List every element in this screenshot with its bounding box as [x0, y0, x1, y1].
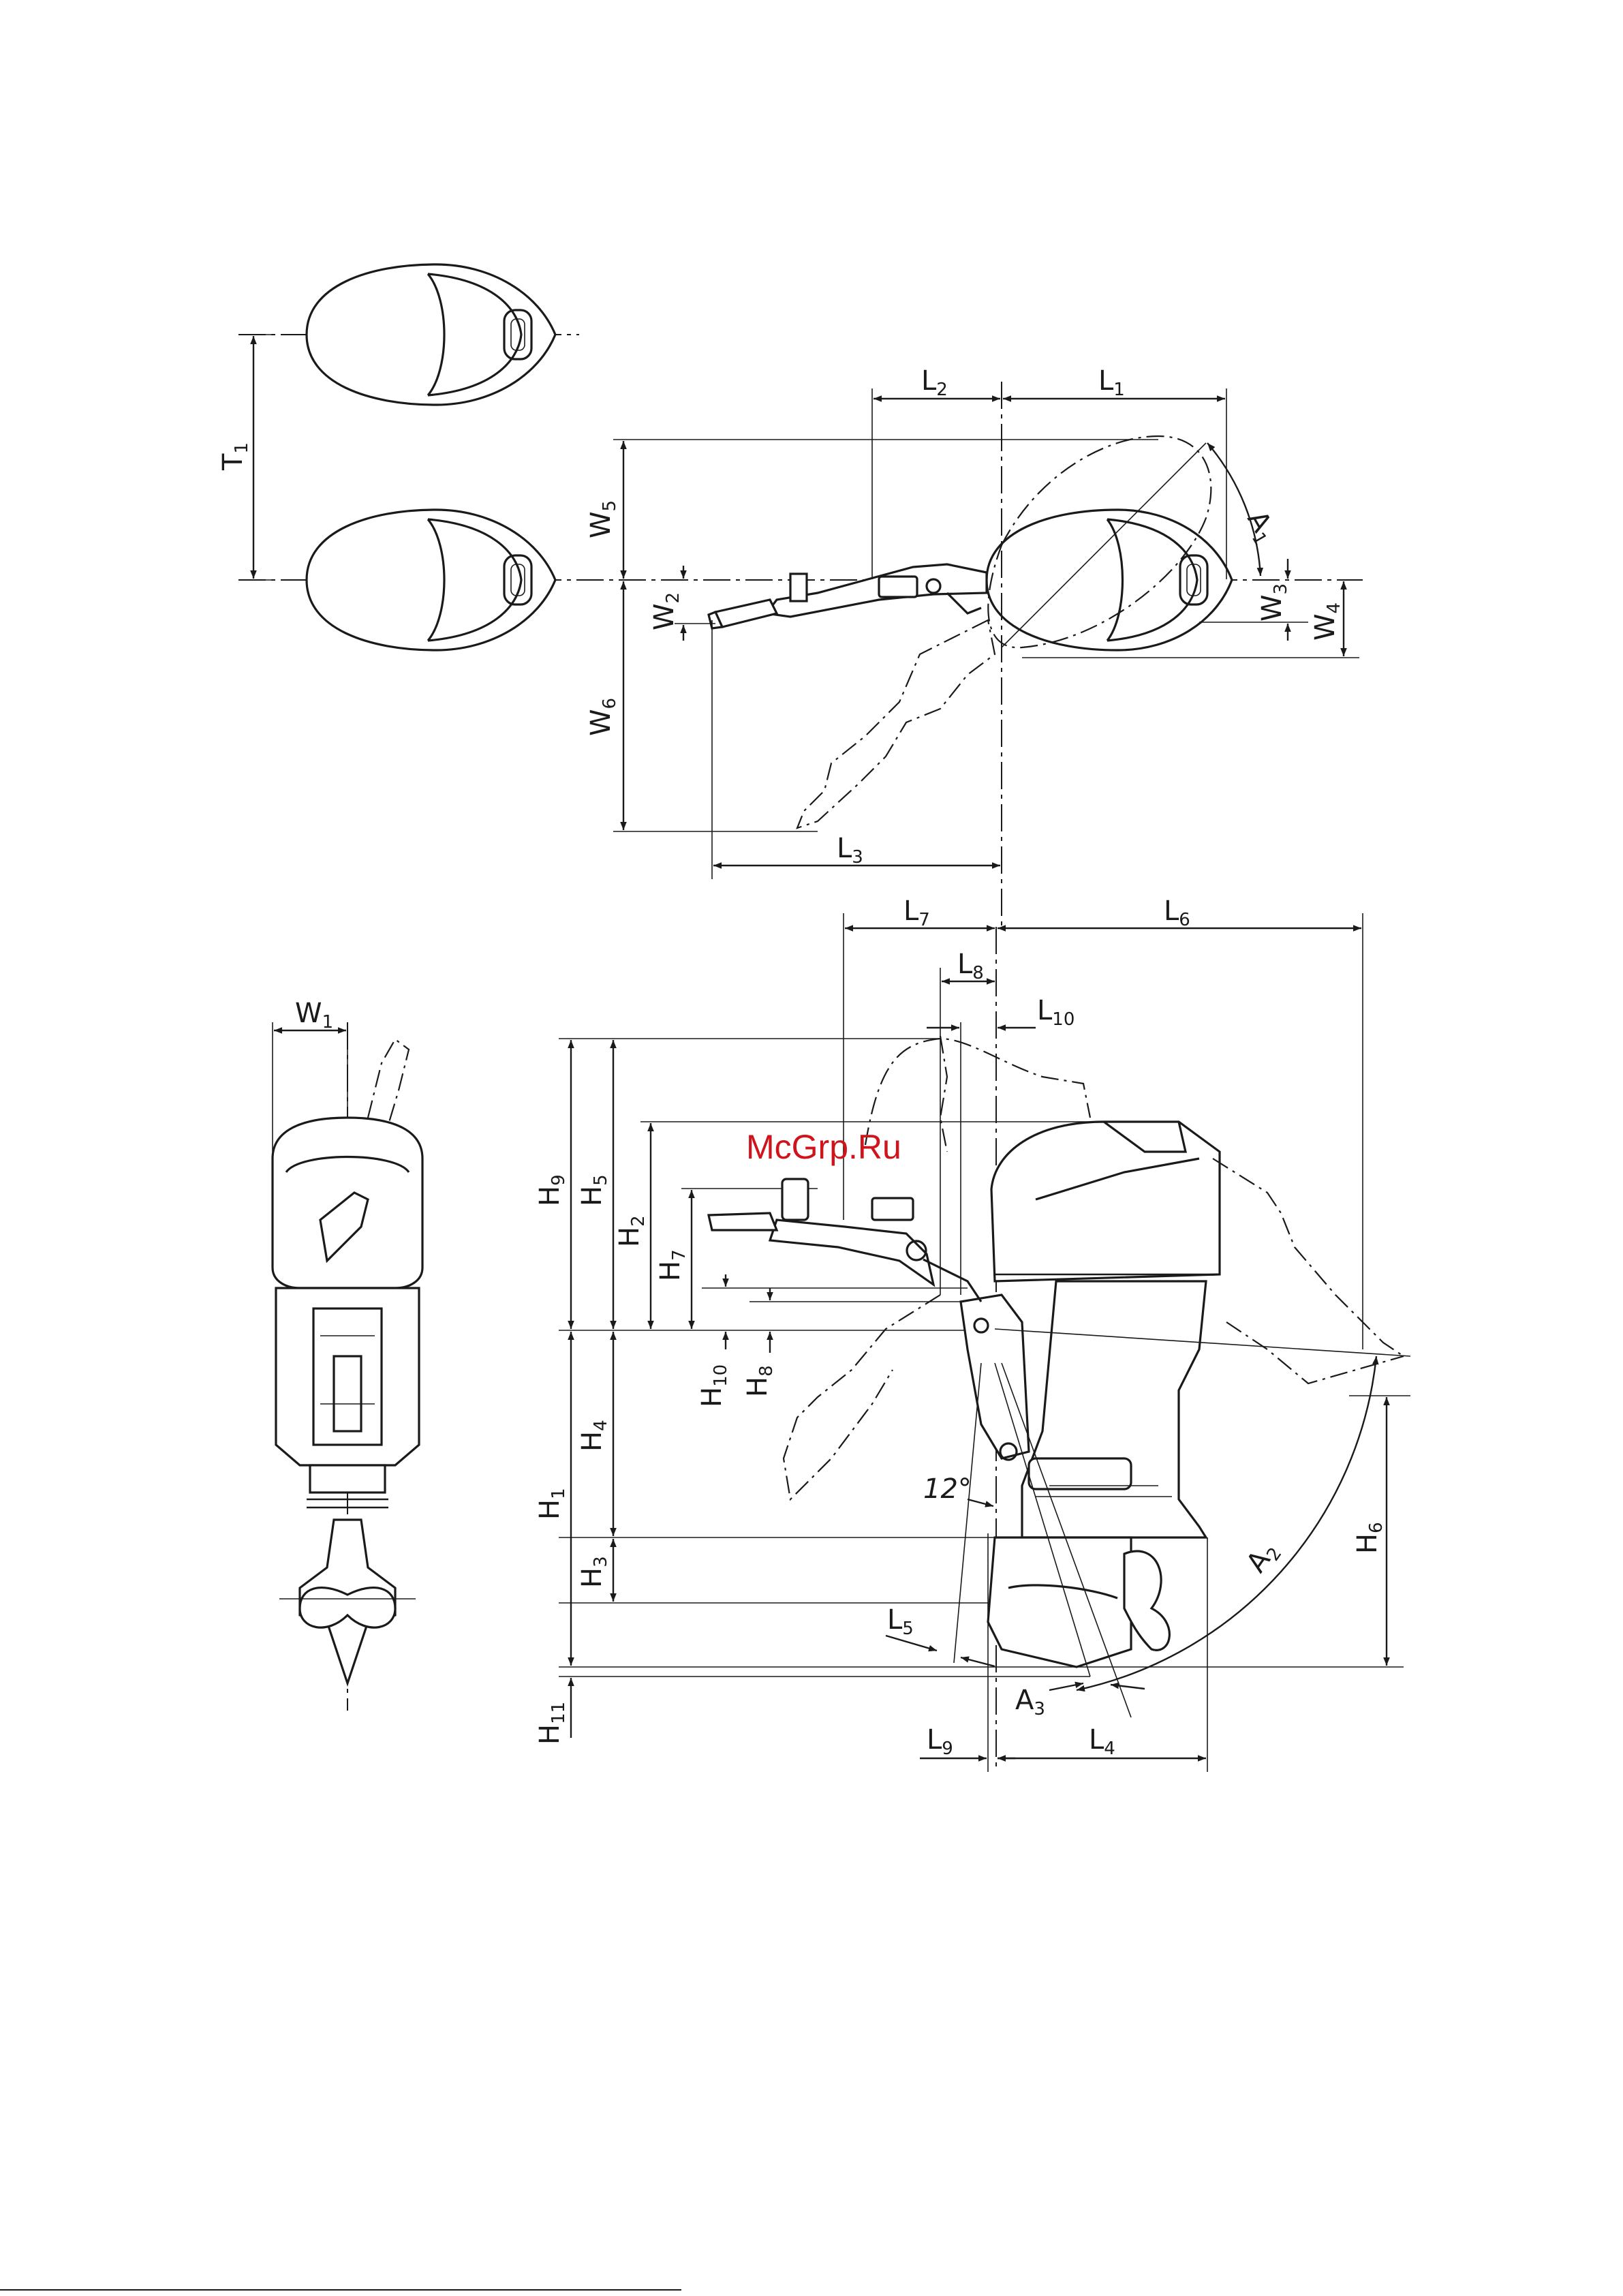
- label-W3: W3: [1256, 583, 1291, 622]
- label-L2: L2: [921, 365, 948, 400]
- tiller-handle-top: [709, 564, 987, 628]
- label-L4: L4: [1089, 1724, 1115, 1759]
- top-view-steering: L1 L2 A1 W5 W6 W2: [585, 365, 1359, 927]
- dim-W6: W6: [585, 581, 818, 831]
- label-H4: H4: [576, 1420, 611, 1452]
- dim-H5: H5: [576, 1040, 613, 1329]
- label-L7: L7: [903, 896, 930, 930]
- dim-H10: H10: [696, 1274, 731, 1407]
- side-view: L6 L7 L8 L10 H9 H5 H2: [534, 896, 1410, 1772]
- label-W5: W5: [585, 500, 620, 538]
- dim-L5: L5: [886, 1604, 995, 1666]
- label-H10: H10: [696, 1364, 731, 1407]
- dim-L2: L2: [872, 365, 1000, 579]
- label-L1: L1: [1098, 365, 1125, 400]
- label-T1: T1: [217, 442, 252, 471]
- cowling-top-upper: [307, 264, 555, 405]
- label-A3: A3: [1015, 1685, 1045, 1719]
- label-12-degree: 12°: [923, 1473, 972, 1505]
- rear-view: W1: [273, 998, 422, 1711]
- label-H3: H3: [576, 1556, 611, 1588]
- cowling-top-lower: [307, 510, 555, 650]
- label-L6: L6: [1164, 896, 1190, 930]
- label-A1: A1: [1238, 506, 1283, 549]
- label-H2: H2: [614, 1215, 649, 1247]
- label-H11: H11: [534, 1702, 569, 1745]
- dim-L7: L7: [844, 896, 995, 1220]
- label-H9: H9: [534, 1174, 569, 1206]
- label-H8: H8: [742, 1365, 777, 1397]
- label-H5: H5: [576, 1174, 611, 1206]
- dim-H6: H6: [1349, 1396, 1410, 1666]
- label-W6: W6: [585, 698, 620, 736]
- dim-H2: H2: [614, 1123, 651, 1329]
- dim-L3: L3: [712, 620, 1000, 879]
- bracket-and-tiller-side: [709, 1179, 1029, 1460]
- label-L10: L10: [1037, 995, 1075, 1030]
- label-H1: H1: [534, 1488, 569, 1520]
- label-L3: L3: [837, 833, 863, 868]
- label-H7: H7: [655, 1249, 690, 1281]
- label-W2: W2: [649, 592, 683, 630]
- label-L9: L9: [927, 1724, 953, 1759]
- dim-W2: W2: [649, 566, 715, 641]
- label-H6: H6: [1352, 1522, 1387, 1554]
- watermark: McGrp.Ru: [746, 1128, 901, 1166]
- dim-H3: H3: [576, 1539, 613, 1602]
- label-L8: L8: [957, 949, 984, 983]
- dim-H4: H4: [576, 1332, 613, 1536]
- dim-H1: H1: [534, 1332, 571, 1666]
- dim-H11: H11: [534, 1678, 571, 1745]
- label-W4: W4: [1310, 602, 1344, 641]
- cowling-top-main: [987, 510, 1232, 650]
- cowling-side: [991, 1122, 1220, 1281]
- dim-H8: H8: [742, 1288, 777, 1397]
- label-W1: W1: [295, 998, 333, 1032]
- dim-T1: T1: [217, 335, 273, 580]
- dim-H9: H9: [534, 1040, 571, 1329]
- dim-H7: H7: [655, 1190, 692, 1329]
- label-L5: L5: [887, 1604, 914, 1639]
